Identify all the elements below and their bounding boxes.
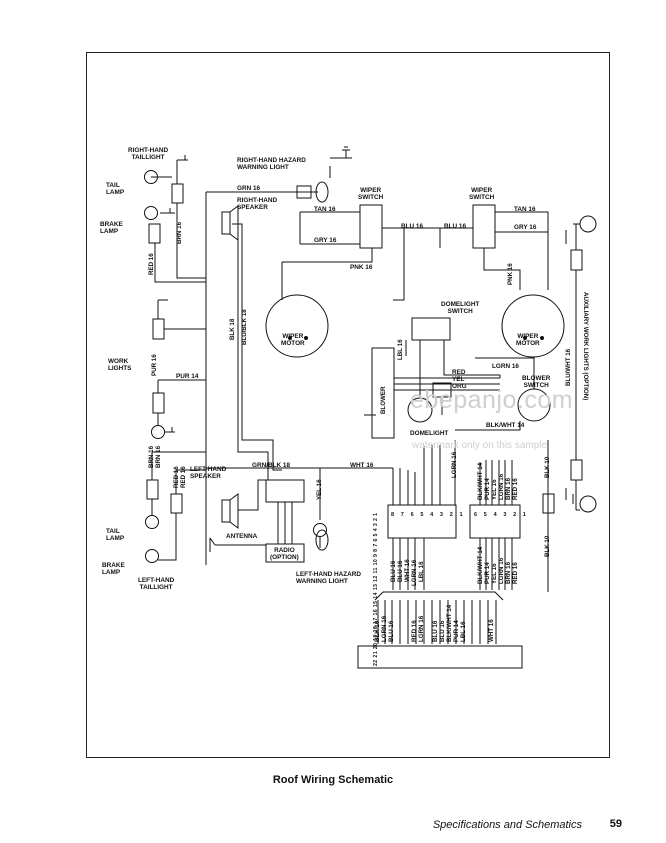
connector-mid-top-wire-2: PUR 14 <box>484 478 491 500</box>
radio-label: RADIO(OPTION) <box>270 547 299 562</box>
connector-mid-wire-5: BRN 16 <box>505 561 512 584</box>
wire-gry16-left: GRY 16 <box>314 237 337 244</box>
connector-mid-top-wire-6: RED 16 <box>512 478 519 500</box>
wire-blk10-a: BLK 10 <box>544 456 551 478</box>
wire-lgrn16-top: LGRN 16 <box>492 363 519 370</box>
bottom-wire-7: BLU 16 <box>439 620 446 642</box>
connector-mid-top-wire-5: BRN 16 <box>505 477 512 500</box>
wire-blk10-b: BLK 10 <box>544 535 551 557</box>
wire-blu16-left: BLU 16 <box>401 223 424 230</box>
wire-blu16-right: BLU 16 <box>444 223 467 230</box>
bottom-wire-3: BLU 16 <box>388 620 395 642</box>
bottom-wire-5: LGRN 16 <box>418 615 425 642</box>
wire-blkwht14: BLK/WHT 14 <box>486 422 525 429</box>
connector-mid-wire-2: PUR 14 <box>484 562 491 584</box>
wire-red: RED <box>452 369 466 376</box>
footer-section-title: Specifications and Schematics <box>432 819 582 831</box>
wire-pur16: PUR 16 <box>151 354 158 376</box>
watermark-note: watermark only on this sample <box>412 440 548 451</box>
schematic-frame <box>86 52 610 758</box>
wire-pur14: PUR 14 <box>176 373 199 380</box>
blower-label: BLOWER <box>380 386 387 415</box>
wire-pnk16-right: PNK 16 <box>507 263 514 285</box>
connector-left-wire-4: LGRN 16 <box>411 559 418 586</box>
wire-red16-a: RED 16 <box>173 466 180 488</box>
wire-gry16-right: GRY 16 <box>514 224 537 231</box>
wire-grnblk18: GRN/BLK 18 <box>252 462 290 469</box>
wire-grn16: GRN 16 <box>237 185 261 192</box>
wire-pnk16-left: PNK 16 <box>350 264 373 271</box>
bottom-wire-4: RED 16 <box>411 620 418 642</box>
wire-org: ORG <box>452 383 467 390</box>
bottom-wire-10: LBL 16 <box>460 621 467 642</box>
wire-tan16-right: TAN 16 <box>514 206 536 213</box>
page-number: 59 <box>609 818 622 830</box>
connector-mid-pins: 6 5 4 3 2 1 <box>474 512 529 518</box>
connector-mid-wire-4: LGRN 16 <box>498 557 505 584</box>
wire-lbl16: LBL 16 <box>397 339 404 360</box>
wire-red16-top: RED 16 <box>148 253 155 275</box>
wire-tan16-left: TAN 16 <box>314 206 336 213</box>
bottom-wire-6: BLU 16 <box>432 620 439 642</box>
wire-brn16-top: BRN 16 <box>176 221 183 244</box>
connector-mid-wire-6: RED 16 <box>512 562 519 584</box>
aux-work-lights-label: AUXILIARY WORK LIGHTS (OPTION) <box>582 292 589 401</box>
wire-yel16: YEL 16 <box>316 479 323 500</box>
bottom-wire-8: BLK/WHT 14 <box>446 604 453 642</box>
antenna-label: ANTENNA <box>226 533 258 540</box>
wire-wht16: WHT 16 <box>350 462 374 469</box>
connector-mid-wire-1: BLK/WHT 14 <box>477 546 484 584</box>
bottom-connector-pins: 22 21 20 19 18 17 16 15 14 13 12 11 10 9… <box>373 512 379 666</box>
connector-left-wire-2: BLU 16 <box>397 560 404 582</box>
connector-mid-wire-3: YEL 16 <box>491 563 498 584</box>
wire-brn16-b: BRN 16 <box>155 445 162 468</box>
wire-red16-b: RED 16 <box>180 466 187 488</box>
wire-yel: YEL <box>452 376 465 383</box>
bottom-wire-9: PUR 14 <box>453 620 460 642</box>
wire-blk18: BLK 18 <box>229 318 236 340</box>
bottom-wire-2: LGRN 16 <box>381 615 388 642</box>
connector-left-wire-1: BLU 16 <box>390 560 397 582</box>
connector-left-pins: 8 7 6 5 4 3 2 1 <box>391 512 466 518</box>
connector-mid-top-wire-4: LGRN 16 <box>498 473 505 500</box>
connector-mid-top-wire-1: BLK/WHT 14 <box>477 462 484 500</box>
watermark-site: ebepanjo.com <box>410 386 574 414</box>
figure-caption: Roof Wiring Schematic <box>272 774 394 786</box>
connector-mid-top-wire-3: YEL 16 <box>491 479 498 500</box>
wire-lgrn16-vertical: LGRN 16 <box>451 451 458 478</box>
wire-blublk18: BLU/BLK 18 <box>241 309 248 345</box>
wire-brn16-a: BRN 16 <box>148 445 155 468</box>
bottom-wire-11: WHT 16 <box>488 619 495 642</box>
connector-left-wire-3: WHT 16 <box>404 559 411 582</box>
wire-bluwht16: BLU/WHT 16 <box>565 348 572 386</box>
connector-left-wire-5: LBL 16 <box>418 561 425 582</box>
domelight-label: DOMELIGHT <box>410 430 449 437</box>
